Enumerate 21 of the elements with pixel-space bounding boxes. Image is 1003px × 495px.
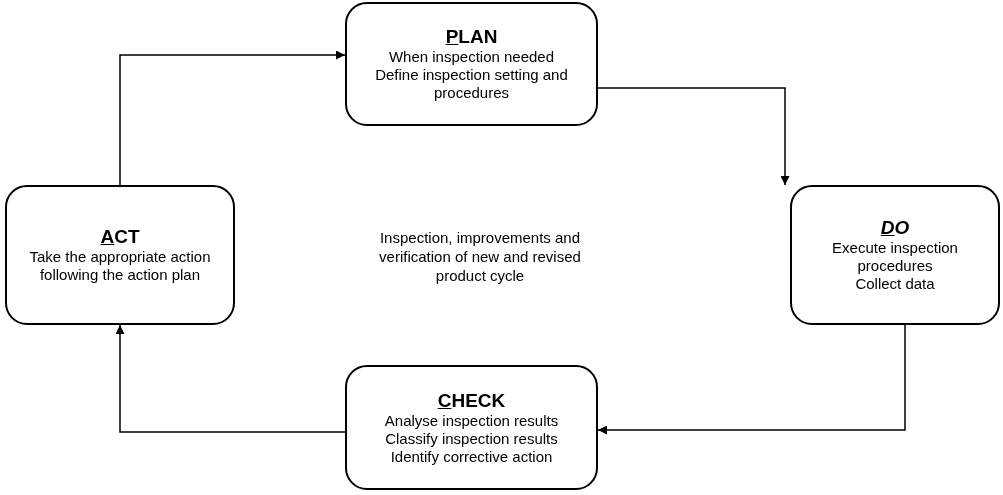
- process-box: [345, 365, 598, 490]
- process-box: [5, 185, 235, 325]
- step-description: Analyse inspection results: [384, 411, 559, 430]
- center-note: Inspection, improvements and verification of new and revised product cycle: [378, 228, 582, 285]
- arrow: [597, 324, 906, 435]
- process-box: [345, 2, 598, 126]
- step-heading: ACT: [100, 226, 140, 248]
- step-description: Define inspection setting and procedures: [374, 66, 569, 102]
- step-description: When inspection needed: [388, 48, 555, 66]
- step-description: Take the appropriate action following the action plan: [28, 248, 212, 284]
- process-box: [790, 185, 1000, 325]
- arrow: [597, 87, 790, 186]
- arrow: [119, 50, 346, 186]
- step-description: Classify inspection results: [385, 429, 558, 448]
- step-heading: PLAN: [445, 26, 498, 48]
- step-description: Execute inspection procedures: [831, 239, 959, 275]
- step-description: Identify corrective action: [390, 447, 553, 466]
- step-description: Collect data: [855, 275, 935, 293]
- step-heading: DO: [880, 217, 910, 239]
- step-heading: CHECK: [437, 389, 506, 412]
- arrow: [115, 324, 346, 433]
